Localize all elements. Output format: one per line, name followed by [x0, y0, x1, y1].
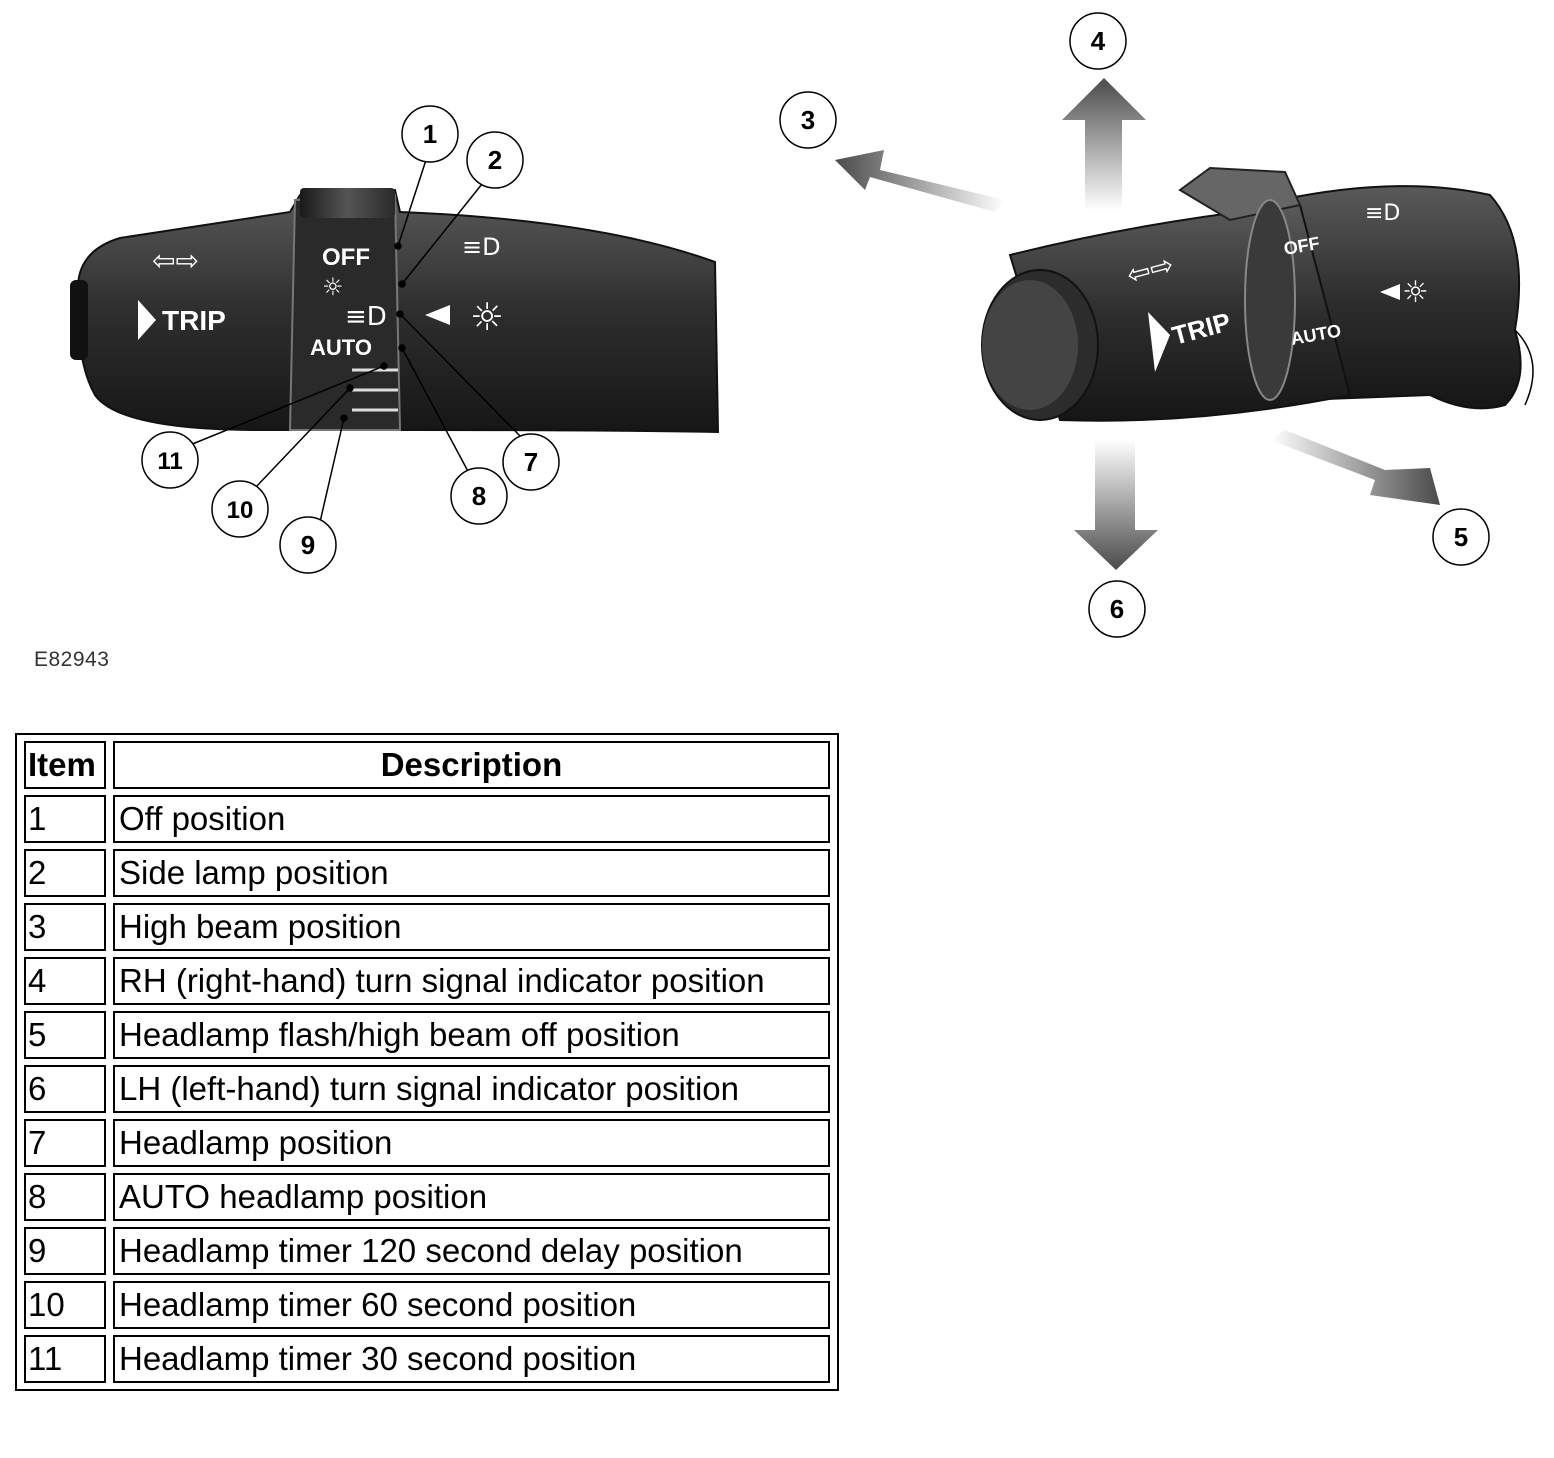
row-description: High beam position: [113, 903, 830, 951]
svg-text:1: 1: [423, 119, 437, 149]
callout-2: 2: [466, 131, 524, 189]
svg-text:2: 2: [488, 145, 502, 175]
callout-4: 4: [1069, 12, 1127, 70]
turn-signal-arrows-icon: ⇦⇨: [152, 244, 199, 277]
row-item: 8: [24, 1173, 106, 1221]
end-button-face: [982, 280, 1078, 410]
arrow-down-icon: [1074, 440, 1158, 570]
leader-lines-left: [189, 159, 525, 523]
svg-text:11: 11: [157, 448, 182, 475]
callout-9: 9: [279, 516, 337, 574]
callouts: 1 2 3 4 5 6 7 8 9 10 11: [141, 12, 1490, 638]
row-description: AUTO headlamp position: [113, 1173, 830, 1221]
row-description: Headlamp position: [113, 1119, 830, 1167]
stalk-arm: [1278, 185, 1522, 410]
auto-label: AUTO: [310, 335, 372, 360]
pointer-triangle-icon: [425, 305, 450, 325]
row-item: 5: [24, 1011, 106, 1059]
callout-7: 7: [502, 433, 560, 491]
row-description: Headlamp timer 30 second position: [113, 1335, 830, 1383]
trip-play-icon: [138, 300, 156, 340]
side-lamp-icon: ☼: [322, 273, 344, 301]
row-item: 1: [24, 795, 106, 843]
row-item: 9: [24, 1227, 106, 1275]
svg-text:4: 4: [1091, 26, 1106, 56]
rotation-arc-icon: [1514, 329, 1534, 406]
switch-side-view: ⇦⇨ TRIP OFF ☼ ≡D AUTO ≡D ☼: [70, 188, 720, 434]
row-item: 10: [24, 1281, 106, 1329]
svg-text:3: 3: [801, 105, 815, 135]
row-description: RH (right-hand) turn signal indicator po…: [113, 957, 830, 1005]
row-item: 11: [24, 1335, 106, 1383]
pointer-triangle-icon-3d: [1380, 284, 1400, 300]
row-item: 6: [24, 1065, 106, 1113]
header-description: Description: [113, 741, 830, 789]
legend-header-row: Item Description: [24, 741, 830, 789]
callout-6: 6: [1088, 580, 1146, 638]
rotary-ring: [1244, 199, 1296, 401]
arrow-up-icon: [1062, 78, 1146, 210]
row-description: Headlamp flash/high beam off position: [113, 1011, 830, 1059]
arrow-right-icon: [1270, 430, 1440, 505]
rotary-collar-top: [300, 188, 395, 218]
svg-text:8: 8: [472, 481, 486, 511]
off-label: OFF: [322, 244, 370, 271]
row-description: Side lamp position: [113, 849, 830, 897]
row-item: 2: [24, 849, 106, 897]
movement-arrows: [835, 78, 1440, 570]
switch-perspective-view: ⇦⇨ TRIP OFF AUTO ☼ ≡D: [981, 166, 1534, 422]
figure-reference: E82943: [34, 648, 110, 671]
callout-8: 8: [450, 467, 508, 525]
light-sun-icon: ☼: [470, 295, 504, 339]
row-description: Off position: [113, 795, 830, 843]
switch-diagram: ⇦⇨ TRIP OFF ☼ ≡D AUTO ≡D ☼ ⇦⇨ TRIP OFF: [70, 12, 1534, 638]
svg-text:6: 6: [1110, 594, 1124, 624]
header-item: Item: [24, 741, 106, 789]
row-item: 4: [24, 957, 106, 1005]
callout-3: 3: [779, 91, 837, 149]
trip-play-icon-3d: [1148, 312, 1170, 372]
callout-5: 5: [1432, 508, 1490, 566]
headlamp-icon: ≡D: [345, 302, 387, 332]
row-item: 7: [24, 1119, 106, 1167]
row-description: LH (left-hand) turn signal indicator pos…: [113, 1065, 830, 1113]
row-description: Headlamp timer 60 second position: [113, 1281, 830, 1329]
headlamp-indicator-icon-3d: ≡D: [1365, 201, 1400, 226]
svg-text:7: 7: [524, 447, 538, 477]
svg-text:10: 10: [227, 497, 254, 524]
callout-11: 11: [141, 431, 199, 489]
row-description: Headlamp timer 120 second delay position: [113, 1227, 830, 1275]
trip-label: TRIP: [162, 305, 226, 336]
callout-10: 10: [211, 480, 269, 538]
callout-1: 1: [401, 105, 459, 163]
svg-text:5: 5: [1454, 522, 1468, 552]
svg-text:9: 9: [301, 530, 315, 560]
light-sun-icon-3d: ☼: [1402, 275, 1429, 310]
row-item: 3: [24, 903, 106, 951]
arrow-left-icon: [835, 150, 1005, 212]
headlamp-indicator-icon: ≡D: [462, 233, 501, 261]
switch-end-cap: [70, 280, 88, 360]
